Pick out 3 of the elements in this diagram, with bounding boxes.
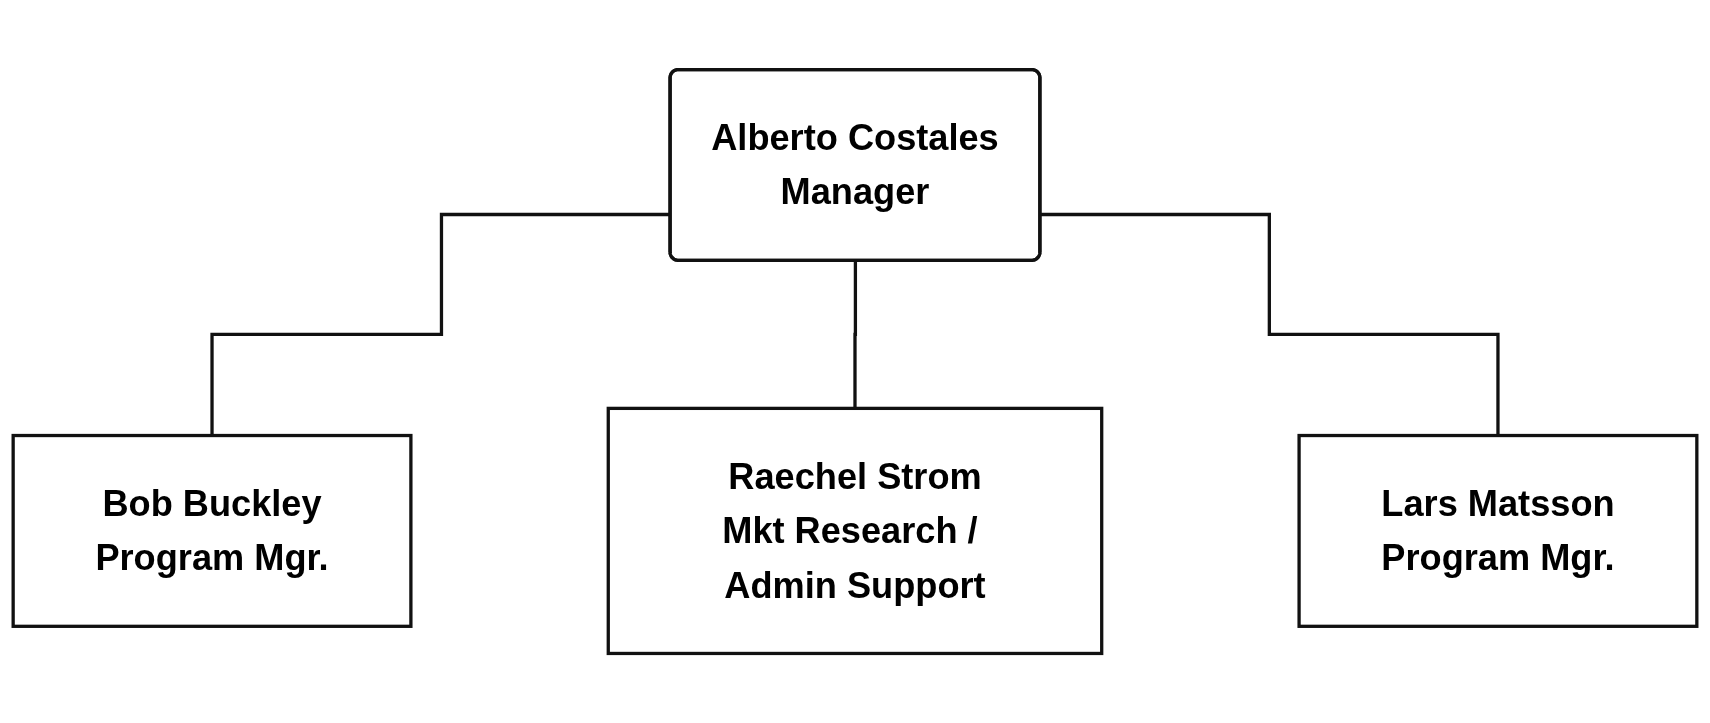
node-box: Bob Buckley Program Mgr. <box>11 433 413 628</box>
node-box: Raechel Strom Mkt Research / Admin Support <box>606 406 1104 656</box>
node-box: Lars Matsson Program Mgr. <box>1297 433 1699 628</box>
